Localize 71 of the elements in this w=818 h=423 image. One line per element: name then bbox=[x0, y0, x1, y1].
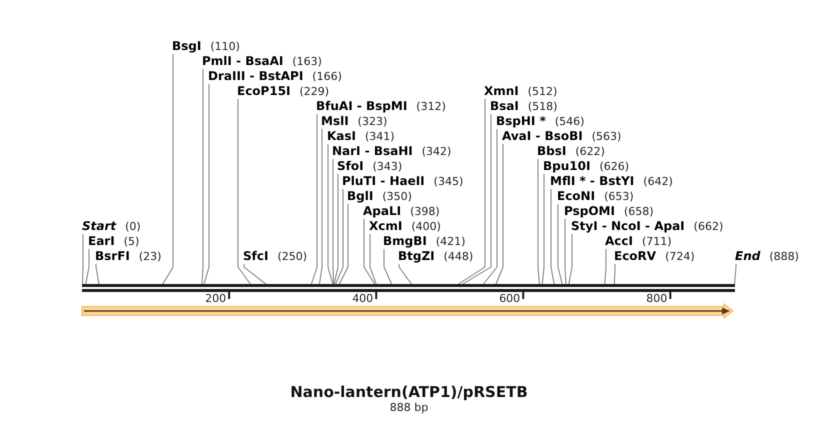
leader-line bbox=[614, 264, 616, 284]
enzyme-label: XmnI (512) bbox=[484, 84, 558, 99]
leader-line bbox=[332, 158, 334, 284]
enzyme-label: PluTI - HaeII (345) bbox=[342, 174, 464, 189]
enzyme-label: MflI * - BstYI (642) bbox=[550, 174, 673, 189]
enzyme-label: EcoNI (653) bbox=[557, 189, 634, 204]
enzyme-label: PspOMI (658) bbox=[564, 204, 654, 219]
enzyme-label: SfcI (250) bbox=[243, 249, 308, 264]
enzyme-label: SfoI (343) bbox=[337, 159, 402, 174]
sequence-length: 888 bp bbox=[390, 401, 428, 414]
leader-line bbox=[370, 234, 377, 284]
enzyme-label: XcmI (400) bbox=[369, 219, 441, 234]
enzyme-label: BsrFI (23) bbox=[95, 249, 162, 264]
tick-label: 800 bbox=[646, 292, 668, 305]
enzyme-label: BglI (350) bbox=[347, 189, 412, 204]
tick-label: 600 bbox=[499, 292, 520, 305]
enzyme-label: KasI (341) bbox=[327, 129, 395, 144]
leader-line bbox=[204, 84, 210, 284]
enzyme-label: StyI - NcoI - ApaI (662) bbox=[571, 219, 724, 234]
leader-line bbox=[201, 68, 204, 284]
enzyme-label: BfuAI - BspMI (312) bbox=[316, 99, 446, 114]
dna-backbone bbox=[82, 284, 735, 292]
leader-line bbox=[238, 98, 251, 284]
enzyme-label: BbsI (622) bbox=[537, 144, 605, 159]
leader-line bbox=[483, 128, 498, 284]
leader-line bbox=[82, 234, 84, 284]
enzyme-label: AccI (711) bbox=[605, 234, 672, 249]
leader-line bbox=[310, 114, 318, 284]
enzyme-label: BtgZI (448) bbox=[398, 249, 474, 264]
leader-line bbox=[564, 218, 566, 284]
leader-line bbox=[328, 144, 334, 284]
leader-line bbox=[462, 114, 492, 284]
leader-line bbox=[244, 264, 266, 284]
enzyme-label: DraIII - BstAPI (166) bbox=[208, 69, 342, 84]
leader-line bbox=[568, 234, 572, 284]
enzyme-label: BspHI * (546) bbox=[496, 114, 584, 129]
leader-line bbox=[384, 248, 392, 284]
enzyme-label: PmlI - BsaAI (163) bbox=[202, 54, 322, 69]
leader-line bbox=[458, 98, 486, 284]
tick-label: 200 bbox=[205, 292, 226, 305]
enzyme-label: AvaI - BsoBI (563) bbox=[502, 129, 622, 144]
leader-line bbox=[496, 144, 504, 284]
enzyme-label: BmgBI (421) bbox=[383, 234, 466, 249]
leader-line bbox=[85, 248, 90, 284]
leader-line bbox=[604, 248, 606, 284]
enzyme-label: BsaI (518) bbox=[490, 99, 558, 114]
sequence-start-label: Start (0) bbox=[82, 219, 141, 234]
leader-line bbox=[558, 204, 563, 284]
tick-label: 400 bbox=[352, 292, 374, 305]
map-title: Nano-lantern(ATP1)/pRSETB bbox=[290, 383, 528, 401]
leader-line bbox=[96, 264, 100, 284]
enzyme-label: EcoRV (724) bbox=[614, 249, 695, 264]
leader-line bbox=[335, 188, 344, 284]
enzyme-label: MslI (323) bbox=[321, 114, 388, 129]
leader-line bbox=[734, 264, 736, 284]
leader-line bbox=[542, 174, 544, 284]
leader-line bbox=[550, 188, 555, 284]
enzyme-label: NarI - BsaHI (342) bbox=[332, 144, 452, 159]
leader-line bbox=[398, 264, 412, 284]
leader-line bbox=[364, 218, 376, 284]
enzyme-label: EarI (5) bbox=[88, 234, 140, 249]
enzyme-label: Bpu10I (626) bbox=[543, 159, 630, 174]
sequence-end-label: End (888) bbox=[735, 249, 799, 264]
leader-line bbox=[338, 204, 348, 284]
leader-line bbox=[162, 54, 174, 284]
enzyme-label: EcoP15I (229) bbox=[237, 84, 330, 99]
enzyme-label: ApaLI (398) bbox=[363, 204, 440, 219]
leader-line bbox=[319, 128, 322, 284]
leader-line bbox=[538, 158, 540, 284]
leader-line bbox=[334, 174, 338, 284]
enzyme-label: BsgI (110) bbox=[172, 39, 240, 54]
